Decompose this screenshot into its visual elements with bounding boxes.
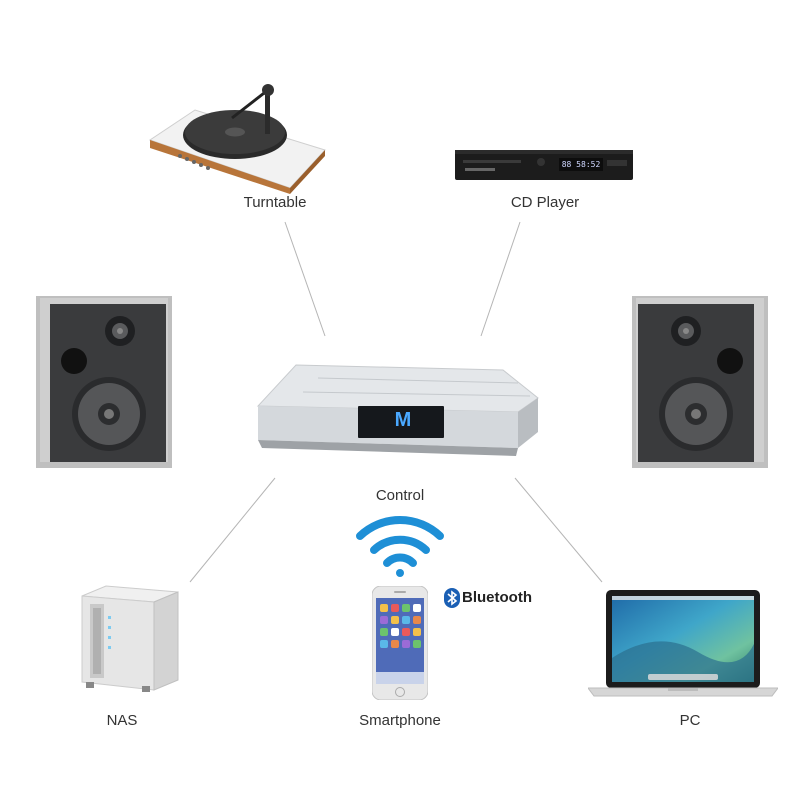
nas-label: NAS xyxy=(106,712,138,729)
bluetooth-icon xyxy=(444,588,460,608)
right-speaker-icon xyxy=(632,296,768,468)
line-pc xyxy=(514,477,603,583)
control-hub-icon xyxy=(256,364,539,456)
wifi-icon xyxy=(356,516,444,577)
cd-display: 88 58:52 xyxy=(559,158,603,171)
left-speaker-icon xyxy=(36,296,172,468)
pc-icon xyxy=(588,590,778,697)
turntable-icon xyxy=(148,84,326,194)
pc-label: PC xyxy=(679,712,701,729)
cd-player-icon: 88 58:52 xyxy=(455,150,633,180)
bluetooth-label: Bluetooth xyxy=(462,589,532,606)
hub-logo: M xyxy=(394,409,412,431)
smartphone-icon xyxy=(372,586,428,700)
cd-player-label: CD Player xyxy=(510,194,580,211)
control-label: Control xyxy=(375,487,425,504)
turntable-label: Turntable xyxy=(243,194,307,211)
line-turntable xyxy=(284,221,326,337)
smartphone-label: Smartphone xyxy=(359,712,441,729)
nas-icon xyxy=(81,585,179,692)
line-nas xyxy=(189,477,276,583)
line-cd-player xyxy=(480,221,521,337)
